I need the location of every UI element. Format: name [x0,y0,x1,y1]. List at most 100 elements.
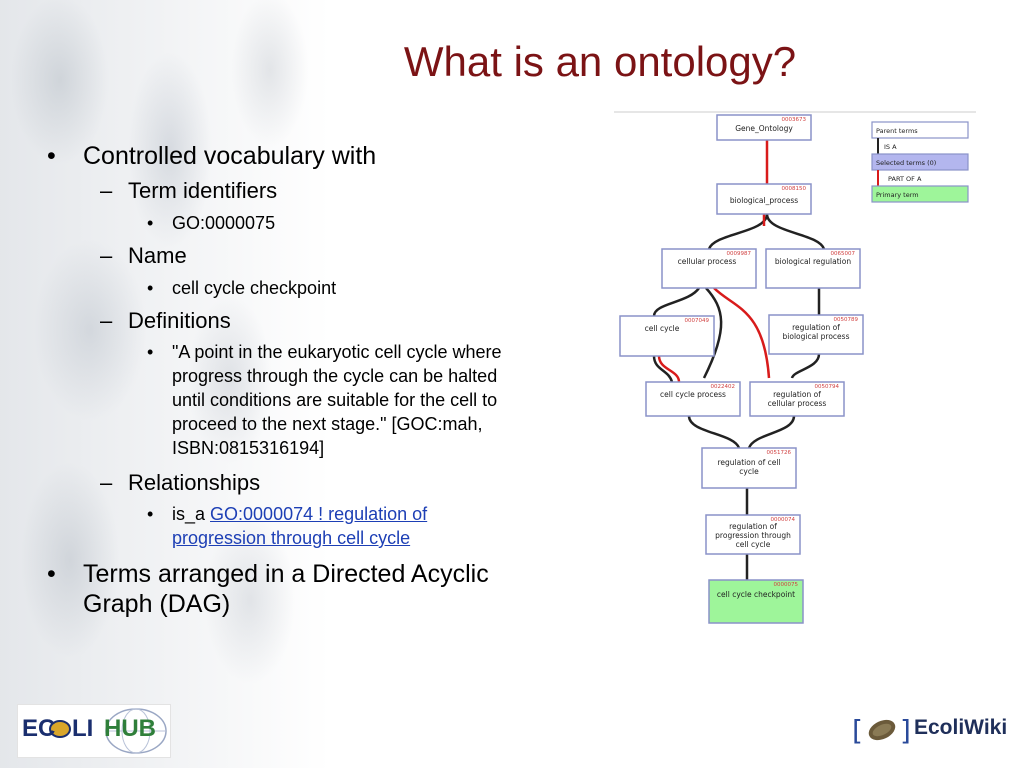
edge-black [652,287,701,317]
dag-nodes: 0003673 Gene_Ontology 0008150 biological… [619,114,864,624]
node-biological-process: 0008150 biological_process [716,183,812,215]
ecoliwiki-logo: [ ] EcoliWiki [852,710,1012,750]
ecoliwiki-bracket-icon: [ ] [852,714,911,747]
bullet-dash: – [100,470,113,495]
bullet-dash: – [100,243,113,268]
definition-line: proceed to the next stage." [GOC:mah, [172,414,483,434]
bullet-dash: – [100,308,113,333]
bullet-definitions: Definitions [128,308,231,333]
node-regulation-of-progression: 0000074 regulation of progression throug… [705,514,801,555]
node-label: regulation of [792,323,840,332]
node-cell-cycle-checkpoint: 0000075 cell cycle checkpoint [708,579,804,624]
bullet-dot: • [147,278,154,298]
legend-label: Parent terms [876,127,918,135]
go-0000074-link[interactable]: GO:0000074 ! regulation of [210,504,428,524]
bullet-dot: • [147,213,154,233]
edge-black [747,415,796,449]
bullet-dag: Terms arranged in a Directed Acyclic [83,560,489,588]
go-id-value: GO:0000075 [172,213,276,233]
node-cell-cycle-process: 0022402 cell cycle process [645,381,741,417]
bullet-dot: • [47,142,56,170]
node-gene-ontology: 0003673 Gene_Ontology [716,114,812,141]
ecolihub-logo: EC LI HUB [17,704,171,758]
node-label: biological_process [730,196,798,205]
node-label: regulation of cell [718,458,781,467]
edge-black [707,213,769,250]
node-id: 0051726 [767,450,792,456]
node-cellular-process: 0009987 cellular process [661,248,757,289]
node-label: regulation of [773,390,821,399]
bullet-term-identifiers: Term identifiers [128,178,278,203]
legend-label: PART OF A [888,175,922,183]
node-biological-regulation: 0065007 biological regulation [765,248,861,289]
bullet-name: Name [128,243,187,268]
edge-black [702,287,723,379]
bullet-dash: – [100,178,113,203]
definition-line: ISBN:0815316194] [172,438,325,458]
logo-text: HUB [104,715,156,742]
legend-primary-term: Primary term [871,185,969,203]
svg-text:]: ] [900,714,911,747]
is-a-label: is_a [172,504,211,524]
node-label: cell cycle process [660,390,726,399]
definition-line: "A point in the eukaryotic cell cycle wh… [172,342,502,362]
svg-text:[: [ [852,714,863,747]
node-id: 0007049 [685,318,710,324]
node-label: cell cycle [736,540,771,549]
bullet-relationships: Relationships [128,470,261,495]
node-id: 0050794 [815,384,840,390]
node-id: 0065007 [831,251,856,257]
bullet-dot: • [147,342,154,362]
edge-black [790,353,821,379]
node-label: cell cycle checkpoint [717,590,795,599]
node-regulation-of-biological-process: 0050789 regulation of biological process [768,314,864,355]
node-cell-cycle: 0007049 cell cycle [619,315,715,357]
ecolihub-globe-icon [49,708,167,754]
slide-title: What is an ontology? [403,38,797,85]
edge-black [765,213,826,250]
legend-label: IS A [884,143,897,151]
name-value: cell cycle checkpoint [172,278,337,298]
node-id: 0008150 [782,186,807,192]
bullet-dot: • [47,560,56,588]
node-id: 0003673 [782,117,807,123]
node-regulation-of-cell-cycle: 0051726 regulation of cell cycle [701,447,797,489]
legend-label: Selected terms (0) [876,159,936,167]
node-id: 0009987 [727,251,752,257]
go-0000074-link-cont[interactable]: progression through cell cycle [172,528,411,548]
node-label: Gene_Ontology [735,124,793,133]
edge-black [687,415,741,449]
logo-text: LI [72,715,94,742]
node-label: biological regulation [775,257,851,266]
legend-label: Primary term [876,191,919,199]
background-microscopy-art [0,0,330,768]
relationship-line: progression through cell cycle [172,528,410,549]
logo-text: EC [22,715,56,742]
definition-line: progress through the cycle can be halted [172,366,498,386]
node-regulation-of-cellular-process: 0050794 regulation of cellular process [749,381,845,417]
edge-red [657,355,681,383]
node-label: cellular process [768,399,827,408]
dag-legend: Parent terms IS A Selected terms (0) PAR… [871,121,969,203]
ontology-dag-diagram: 0003673 Gene_Ontology 0008150 biological… [614,108,976,626]
bullet-controlled-vocabulary: Controlled vocabulary with [83,142,377,170]
dag-edges [652,140,826,580]
node-id: 0050789 [834,317,859,323]
node-label: progression through [715,531,791,540]
node-id: 0000074 [771,517,796,523]
node-label: cell cycle [645,324,680,333]
legend-selected-terms: Selected terms (0) [871,153,969,171]
node-label: biological process [783,332,850,341]
bullet-dot: • [147,504,154,524]
edge-red [713,287,771,379]
bullet-dag: Graph (DAG) [83,590,231,618]
ecoliwiki-text: EcoliWiki [914,716,1008,739]
node-label: cycle [739,467,759,476]
edge-black [652,355,674,383]
node-label: cellular process [678,257,737,266]
legend-parent-terms: Parent terms [871,121,969,139]
relationship-line: is_a GO:0000074 ! regulation of [172,504,427,525]
definition-line: until conditions are suitable for the ce… [172,390,498,410]
node-id: 0022402 [711,384,736,390]
node-label: regulation of [729,522,777,531]
